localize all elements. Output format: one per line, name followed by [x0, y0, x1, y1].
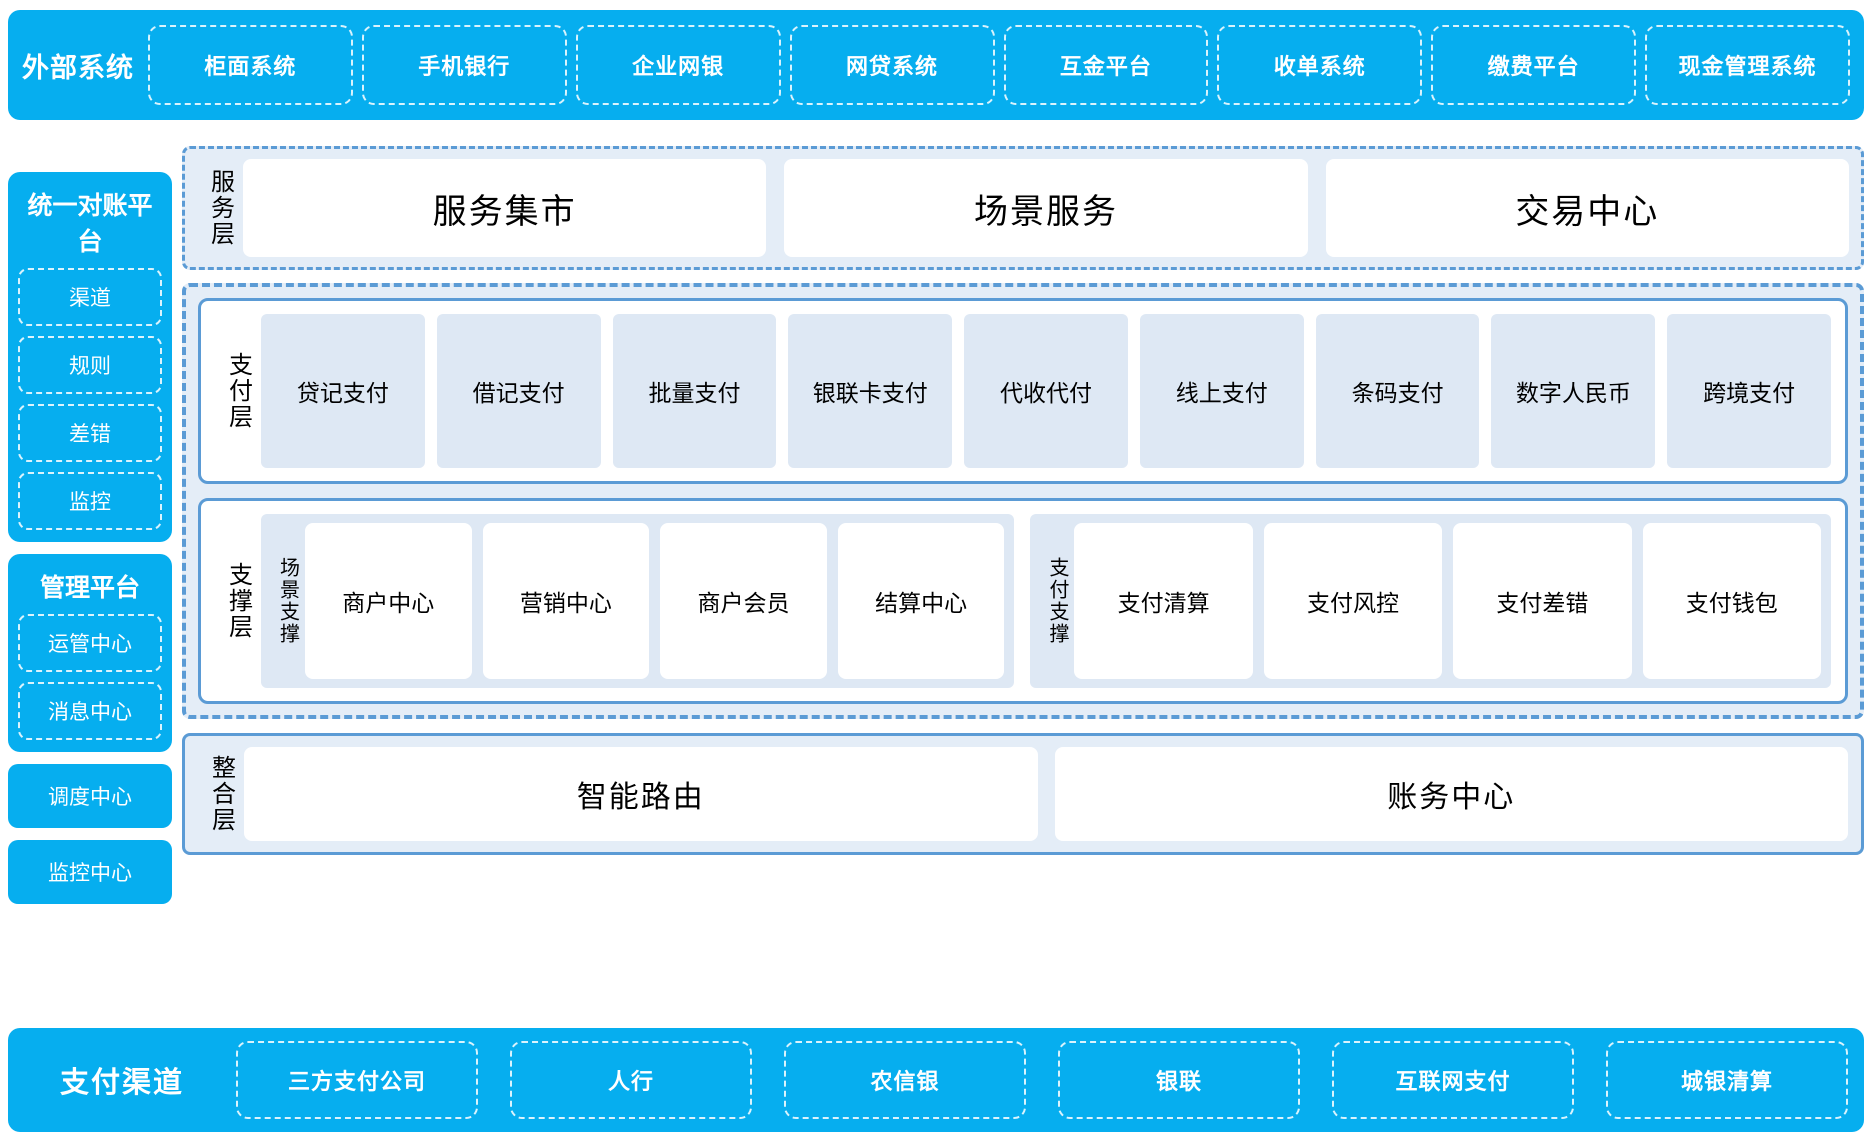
external-system-tile[interactable]: 网贷系统 [790, 25, 995, 105]
reconciliation-platform-panel: 统一对账平台 渠道 规则 差错 监控 [8, 172, 172, 542]
payment-channel-tile[interactable]: 农信银 [784, 1041, 1026, 1119]
external-system-tile[interactable]: 企业网银 [576, 25, 781, 105]
payment-card[interactable]: 数字人民币 [1491, 314, 1655, 468]
payment-channel-tile[interactable]: 互联网支付 [1332, 1041, 1574, 1119]
payment-layer: 支付层 贷记支付 借记支付 批量支付 银联卡支付 代收代付 线上支付 条码支付 … [198, 298, 1848, 484]
support-card[interactable]: 结算中心 [838, 523, 1005, 679]
payment-support-cards: 支付清算 支付风控 支付差错 支付钱包 [1074, 523, 1821, 679]
integration-layer-label: 整合层 [198, 747, 244, 841]
external-systems-bar: 外部系统 柜面系统 手机银行 企业网银 网贷系统 互金平台 收单系统 缴费平台 … [8, 10, 1864, 120]
integration-card-smart-routing[interactable]: 智能路由 [244, 747, 1038, 841]
reconciliation-platform-title: 统一对账平台 [18, 182, 162, 268]
reconciliation-item-monitor[interactable]: 监控 [18, 472, 162, 530]
service-layer: 服务层 服务集市 场景服务 交易中心 [182, 146, 1864, 270]
payment-card[interactable]: 贷记支付 [261, 314, 425, 468]
scheduling-center-box[interactable]: 调度中心 [8, 764, 172, 828]
payment-channel-tile[interactable]: 城银清算 [1606, 1041, 1848, 1119]
management-platform-title: 管理平台 [18, 564, 162, 614]
core-layers-group: 支付层 贷记支付 借记支付 批量支付 银联卡支付 代收代付 线上支付 条码支付 … [182, 283, 1864, 719]
support-card[interactable]: 支付差错 [1453, 523, 1631, 679]
payment-channels-title: 支付渠道 [8, 1059, 236, 1101]
scenario-support-cards: 商户中心 营销中心 商户会员 结算中心 [305, 523, 1004, 679]
management-item-message-center[interactable]: 消息中心 [18, 682, 162, 740]
payment-card[interactable]: 银联卡支付 [788, 314, 952, 468]
payment-card[interactable]: 批量支付 [613, 314, 777, 468]
service-layer-label: 服务层 [197, 159, 243, 257]
support-layer: 支撑层 场景支撑 商户中心 营销中心 商户会员 结算中心 支付支撑 [198, 498, 1848, 704]
payment-channel-tile[interactable]: 人行 [510, 1041, 752, 1119]
integration-layer: 整合层 智能路由 账务中心 [182, 733, 1864, 855]
support-card[interactable]: 商户中心 [305, 523, 472, 679]
external-systems-list: 柜面系统 手机银行 企业网银 网贷系统 互金平台 收单系统 缴费平台 现金管理系… [148, 25, 1854, 105]
management-item-operations-center[interactable]: 运管中心 [18, 614, 162, 672]
monitoring-center-box[interactable]: 监控中心 [8, 840, 172, 904]
reconciliation-item-error[interactable]: 差错 [18, 404, 162, 462]
payment-channel-tile[interactable]: 银联 [1058, 1041, 1300, 1119]
payment-channel-tile[interactable]: 三方支付公司 [236, 1041, 478, 1119]
layers-stack: 服务层 服务集市 场景服务 交易中心 支付层 贷记支付 借记支付 批量支付 银联… [182, 146, 1864, 855]
support-card[interactable]: 支付风控 [1264, 523, 1442, 679]
integration-card-accounting-center[interactable]: 账务中心 [1055, 747, 1849, 841]
service-card-marketplace[interactable]: 服务集市 [243, 159, 766, 257]
payment-card[interactable]: 线上支付 [1140, 314, 1304, 468]
payment-card[interactable]: 条码支付 [1316, 314, 1480, 468]
scenario-support-group: 场景支撑 商户中心 营销中心 商户会员 结算中心 [261, 514, 1014, 688]
support-card[interactable]: 支付钱包 [1643, 523, 1821, 679]
external-system-tile[interactable]: 手机银行 [362, 25, 567, 105]
payment-card[interactable]: 代收代付 [964, 314, 1128, 468]
service-card-transaction-center[interactable]: 交易中心 [1326, 159, 1849, 257]
external-system-tile[interactable]: 收单系统 [1217, 25, 1422, 105]
payment-layer-label: 支付层 [215, 314, 261, 468]
external-system-tile[interactable]: 柜面系统 [148, 25, 353, 105]
payment-card[interactable]: 跨境支付 [1667, 314, 1831, 468]
management-platform-panel: 管理平台 运管中心 消息中心 [8, 554, 172, 752]
payment-channels-list: 三方支付公司 人行 农信银 银联 互联网支付 城银清算 [236, 1041, 1864, 1119]
payment-support-label: 支付支撑 [1040, 523, 1074, 679]
support-card[interactable]: 支付清算 [1074, 523, 1252, 679]
payment-channels-bar: 支付渠道 三方支付公司 人行 农信银 银联 互联网支付 城银清算 [8, 1028, 1864, 1132]
integration-layer-cards: 智能路由 账务中心 [244, 747, 1848, 841]
external-systems-title: 外部系统 [8, 46, 148, 85]
reconciliation-item-rule[interactable]: 规则 [18, 336, 162, 394]
left-sidebar: 统一对账平台 渠道 规则 差错 监控 管理平台 运管中心 消息中心 调度中心 监… [8, 172, 172, 916]
scenario-support-label: 场景支撑 [271, 523, 305, 679]
payment-support-group: 支付支撑 支付清算 支付风控 支付差错 支付钱包 [1030, 514, 1831, 688]
support-layer-groups: 场景支撑 商户中心 营销中心 商户会员 结算中心 支付支撑 支付清算 支付风控 [261, 514, 1831, 688]
service-card-scenario[interactable]: 场景服务 [784, 159, 1307, 257]
external-system-tile[interactable]: 现金管理系统 [1645, 25, 1850, 105]
payment-card[interactable]: 借记支付 [437, 314, 601, 468]
external-system-tile[interactable]: 缴费平台 [1431, 25, 1636, 105]
external-system-tile[interactable]: 互金平台 [1004, 25, 1209, 105]
support-card[interactable]: 营销中心 [483, 523, 650, 679]
support-card[interactable]: 商户会员 [660, 523, 827, 679]
support-layer-label: 支撑层 [215, 514, 261, 688]
service-layer-cards: 服务集市 场景服务 交易中心 [243, 159, 1849, 257]
reconciliation-item-channel[interactable]: 渠道 [18, 268, 162, 326]
payment-layer-cards: 贷记支付 借记支付 批量支付 银联卡支付 代收代付 线上支付 条码支付 数字人民… [261, 314, 1831, 468]
